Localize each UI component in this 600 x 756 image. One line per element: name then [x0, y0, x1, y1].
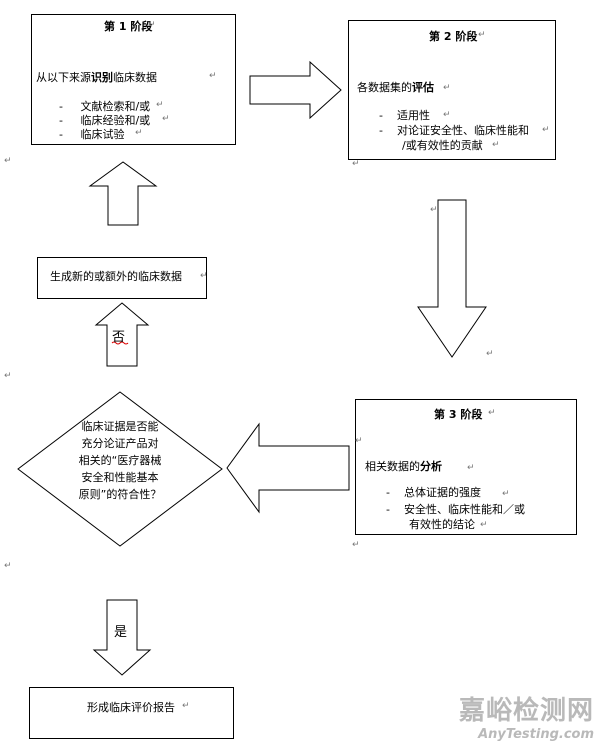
return-mark: ↵: [209, 71, 217, 81]
arrow-up-generate-to-stage1: [88, 161, 158, 226]
arrow-down-yes: [92, 599, 152, 676]
report-box: 形成临床评价报告: [29, 687, 234, 739]
stage1-item-1: - 文献检索和/或: [59, 100, 151, 113]
return-mark: ↵: [480, 520, 488, 530]
return-mark: ↵: [156, 100, 164, 110]
stage3-intro: 相关数据的分析: [365, 460, 442, 473]
return-mark: ↵: [443, 83, 451, 93]
return-mark: ↵: [135, 128, 143, 138]
arrow-left-stage3-to-decision: [226, 422, 350, 514]
generate-data-text: 生成新的或额外的临床数据: [50, 270, 182, 283]
no-label: 否: [112, 330, 126, 345]
stage3-item-2: - 安全性、临床性能和／或: [386, 503, 525, 516]
return-mark: ↵: [352, 159, 360, 169]
stage2-item-2: - 对论证安全性、临床性能和: [379, 124, 529, 137]
decision-diamond: [17, 391, 223, 547]
decision-text: 临床证据是否能 充分论证产品对 相关的“医疗器械 安全和性能基本 原则”的符合性…: [78, 420, 162, 501]
return-mark: ↵: [486, 349, 494, 359]
stage1-box: 第 1 阶段 从以下来源识别临床数据 - 文献检索和/或 - 临床经验和/或 -…: [31, 14, 236, 145]
return-mark: ↵: [182, 701, 190, 711]
return-mark: ↵: [352, 540, 360, 550]
stage3-title: 第 3 阶段: [434, 408, 483, 421]
stage2-item-3: /或有效性的贡献: [402, 139, 483, 152]
stage3-item-1: - 总体证据的强度: [386, 486, 481, 499]
stage2-title: 第 2 阶段: [429, 30, 478, 43]
stage2-item-1: - 适用性: [379, 109, 430, 122]
stage3-box: 第 3 阶段 相关数据的分析 - 总体证据的强度 - 安全性、临床性能和／或 有…: [355, 399, 577, 535]
return-mark: ↵: [502, 489, 510, 499]
stage1-item-3: - 临床试验: [59, 128, 125, 141]
stage1-item-2: - 临床经验和/或: [59, 114, 151, 127]
watermark-cn: 嘉峪检测网: [458, 696, 594, 726]
arrow-right-stage1-to-stage2: [249, 60, 342, 120]
report-text: 形成临床评价报告: [87, 701, 175, 714]
return-mark: ↵: [478, 30, 486, 40]
return-mark: ↵: [542, 125, 550, 135]
no-label-underline: [111, 341, 129, 345]
return-mark: ↵: [148, 20, 156, 30]
stage1-intro: 从以下来源识别临床数据: [36, 71, 157, 84]
stage2-intro: 各数据集的评估: [357, 81, 434, 94]
return-mark: ↵: [200, 271, 208, 281]
return-mark: ↵: [4, 371, 12, 381]
return-mark: ↵: [4, 156, 12, 166]
return-mark: ↵: [467, 463, 475, 473]
watermark-en: AnyTesting.com: [478, 727, 594, 742]
arrow-down-stage2-to-stage3: [417, 199, 487, 358]
arrow-up-no: [94, 302, 150, 367]
return-mark: ↵: [430, 205, 438, 215]
return-mark: ↵: [492, 140, 500, 150]
watermark: 嘉峪检测网 AnyTesting.com: [459, 690, 594, 742]
stage2-box: 第 2 阶段 各数据集的评估 - 适用性 - 对论证安全性、临床性能和 /或有效…: [348, 20, 556, 160]
stage1-title: 第 1 阶段: [104, 20, 153, 33]
stage3-item-3: 有效性的结论: [409, 518, 475, 531]
return-mark: ↵: [443, 110, 451, 120]
return-mark: ↵: [4, 561, 12, 571]
return-mark: ↵: [355, 436, 363, 446]
return-mark: ↵: [162, 114, 170, 124]
return-mark: ↵: [488, 408, 496, 418]
yes-label: 是: [114, 625, 128, 640]
generate-data-box: 生成新的或额外的临床数据: [37, 257, 207, 299]
